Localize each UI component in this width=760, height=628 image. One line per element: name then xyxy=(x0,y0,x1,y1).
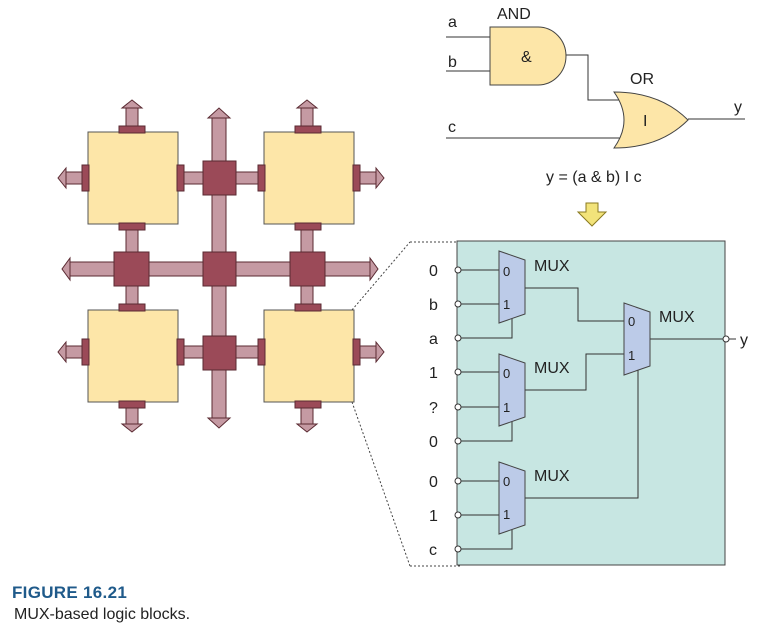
mux-input-label: 0 xyxy=(429,263,438,280)
input-a-label: a xyxy=(448,14,457,31)
fpga-fabric xyxy=(57,99,385,433)
block-pads xyxy=(81,125,361,409)
input-pins xyxy=(454,266,730,553)
mux-input-label: 1 xyxy=(429,365,438,382)
switch-box xyxy=(289,251,326,287)
mux-output-label: y xyxy=(740,332,748,349)
logic-blocks xyxy=(87,131,355,403)
or-gate-title: OR xyxy=(630,71,654,88)
mux-4-label: MUX xyxy=(659,309,695,326)
mux-1-sel1: 1 xyxy=(503,297,510,312)
mux-3-label: MUX xyxy=(534,468,570,485)
switch-box xyxy=(202,335,237,371)
switch-boxes xyxy=(113,160,326,371)
mux-1-sel0: 0 xyxy=(503,264,510,279)
mux-logic-block: 0 1 0 1 0 1 0 1 MUX MUX MUX MUX 0 b a 1 … xyxy=(429,240,748,566)
mux-3-sel0: 0 xyxy=(503,474,510,489)
switch-box xyxy=(202,251,237,287)
mux-4-sel1: 1 xyxy=(628,348,635,363)
mux-input-label: a xyxy=(429,331,438,348)
mux-2 xyxy=(498,353,526,427)
figure-caption: MUX-based logic blocks. xyxy=(14,606,191,623)
mux-input-label: c xyxy=(429,542,437,559)
or-gate-symbol: I xyxy=(643,113,647,130)
and-gate xyxy=(489,26,567,86)
mux-1 xyxy=(498,250,526,324)
logic-block-bottom-left xyxy=(87,309,179,403)
input-c-label: c xyxy=(448,119,456,136)
mux-3 xyxy=(498,461,526,535)
switch-box xyxy=(113,251,150,287)
mux-2-sel0: 0 xyxy=(503,366,510,381)
switch-box xyxy=(202,160,237,196)
mux-4-final xyxy=(623,302,651,376)
mux-1-label: MUX xyxy=(534,258,570,275)
and-gate-symbol: & xyxy=(521,49,532,66)
down-arrow-icon xyxy=(576,202,608,227)
mux-4-sel0: 0 xyxy=(628,314,635,329)
mux-input-label: b xyxy=(429,297,438,314)
or-gate xyxy=(613,91,689,149)
mux-panel xyxy=(456,240,726,566)
logic-block-top-right xyxy=(263,131,355,225)
wire-arrowheads xyxy=(57,99,385,433)
mux-input-label: 0 xyxy=(429,434,438,451)
gate-circuit: a b c AND & OR I y y = (a & b) I c xyxy=(446,6,745,227)
logic-block-bottom-right xyxy=(263,309,355,403)
zoom-lines xyxy=(351,241,460,567)
and-gate-title: AND xyxy=(497,6,531,23)
mux-2-label: MUX xyxy=(534,360,570,377)
mux-input-label: ? xyxy=(429,400,438,417)
equation: y = (a & b) I c xyxy=(546,169,642,186)
logic-block-top-left xyxy=(87,131,179,225)
input-b-label: b xyxy=(448,54,457,71)
mux-3-sel1: 1 xyxy=(503,507,510,522)
mux-2-sel1: 1 xyxy=(503,400,510,415)
output-y-label: y xyxy=(734,99,742,116)
figure-number: FIGURE 16.21 xyxy=(12,583,128,602)
mux-input-label: 0 xyxy=(429,474,438,491)
mux-input-label: 1 xyxy=(429,508,438,525)
mux-wires xyxy=(461,269,736,550)
